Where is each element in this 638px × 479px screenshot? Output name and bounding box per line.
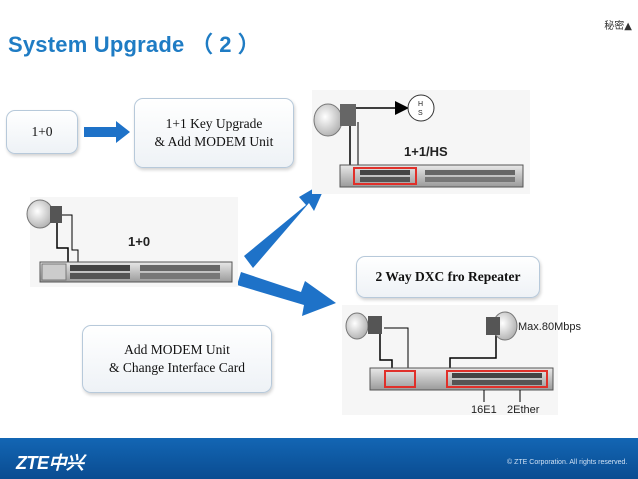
odu-icon	[486, 317, 500, 335]
classification-label: 秘密▲	[604, 21, 632, 32]
switch-icon	[407, 94, 435, 122]
diagram-1plus0: 1+0	[26, 197, 238, 287]
dish-icon	[26, 199, 54, 229]
label-max-rate: Max.80Mbps	[518, 321, 581, 333]
box-key-upgrade: 1+1 Key Upgrade & Add MODEM Unit	[134, 98, 294, 168]
zte-logo: ZTE中兴	[16, 453, 84, 473]
odu-icon	[368, 316, 382, 334]
label-1plus0: 1+0	[128, 234, 150, 249]
odu-icon	[50, 206, 62, 223]
footer-bar: ZTE中兴 © ZTE Corporation. All rights rese…	[0, 438, 638, 479]
box-key-upgrade-line2: & Add MODEM Unit	[154, 134, 274, 149]
diagram-1plus1: H S 1+1/HS	[312, 90, 530, 194]
dish-icon	[345, 312, 369, 340]
box-dxc: 2 Way DXC fro Repeater	[356, 256, 540, 298]
box-modem-change: Add MODEM Unit & Change Interface Card	[82, 325, 272, 393]
arrow-up-right	[244, 180, 328, 268]
box-1plus0: 1+0	[6, 110, 78, 154]
copyright-text: © ZTE Corporation. All rights reserved.	[507, 459, 628, 466]
highlight-box	[446, 370, 548, 388]
highlight-box	[353, 167, 417, 185]
odu-icon	[340, 104, 356, 126]
box-1plus0-label: 1+0	[31, 124, 53, 139]
highlight-box	[384, 370, 416, 388]
label-2ether: 2Ether	[507, 404, 540, 416]
label-1plus1hs: 1+1/HS	[404, 144, 448, 159]
box-dxc-label: 2 Way DXC fro Repeater	[375, 269, 521, 284]
dish-icon	[313, 103, 343, 137]
diagram-repeater: Max.80Mbps 16E1 2Ether	[342, 305, 581, 416]
arrow-right-small	[84, 121, 130, 143]
arrow-down-right	[237, 272, 336, 316]
label-16e1: 16E1	[471, 404, 497, 416]
page-title: System Upgrade （ 2 ）	[8, 32, 261, 57]
box-modem-change-line2: & Change Interface Card	[108, 360, 246, 375]
box-modem-change-line1: Add MODEM Unit	[124, 342, 230, 357]
box-key-upgrade-line1: 1+1 Key Upgrade	[165, 116, 263, 131]
switch-s: S	[418, 110, 423, 117]
switch-h: H	[418, 101, 423, 108]
